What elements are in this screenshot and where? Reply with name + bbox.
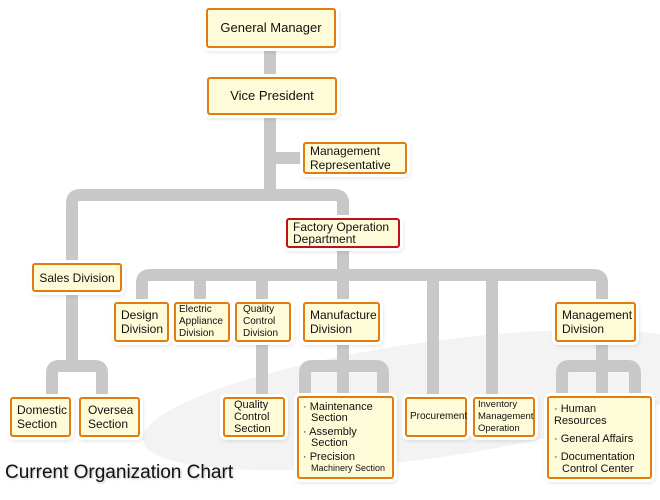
label: Division: [310, 322, 353, 336]
label: Control Center: [562, 463, 634, 475]
label: Division: [179, 328, 215, 339]
label: Section: [311, 411, 348, 424]
label: Department: [293, 232, 356, 246]
item-documentation: · Documentation: [554, 451, 635, 463]
label: Machinery Section: [311, 462, 386, 473]
label: Management: [478, 411, 534, 422]
label: Representative: [310, 158, 391, 172]
line-factory: [136, 248, 608, 400]
node-procurement[interactable]: Procurement: [405, 397, 467, 437]
label: Quality: [243, 304, 275, 315]
item-assembly: · Assembly: [303, 425, 357, 438]
line-manufacture: [299, 342, 389, 398]
label: Design: [121, 308, 159, 322]
label: Management: [562, 308, 633, 322]
label: Section: [234, 423, 271, 435]
line-split: [66, 189, 349, 266]
label: Quality: [234, 399, 269, 411]
label: Operation: [478, 423, 520, 434]
line-sales: [46, 292, 108, 400]
node-management-sections[interactable]: · Human Resources · General Affairs · Do…: [547, 396, 652, 479]
label: Oversea: [88, 403, 134, 417]
label: Inventory: [478, 399, 518, 410]
item-human-resources: · Human Resources: [554, 403, 607, 427]
label: Control: [234, 411, 270, 423]
label: Section: [311, 436, 348, 449]
label: General Manager: [220, 20, 322, 35]
label: Division: [243, 328, 279, 339]
line-top: [264, 48, 305, 198]
item-maintenance: · Maintenance: [303, 400, 373, 413]
label: Section: [88, 417, 129, 431]
node-vice-president[interactable]: Vice President: [207, 77, 337, 115]
item-general-affairs: · General Affairs: [554, 433, 634, 445]
line-management: [556, 342, 641, 398]
label: Procurement: [410, 411, 468, 422]
label: Manufacture: [310, 308, 377, 322]
label: Division: [562, 322, 605, 336]
label: Vice President: [230, 88, 314, 103]
label: Sales Division: [39, 270, 115, 285]
label: Appliance: [179, 316, 223, 327]
label: Factory Operation: [293, 220, 390, 234]
label: Management: [310, 144, 381, 158]
label: Section: [17, 417, 58, 431]
label: Electric: [179, 304, 212, 315]
node-sales-division[interactable]: Sales Division: [32, 263, 122, 292]
node-general-manager[interactable]: General Manager: [206, 8, 336, 48]
label: Domestic: [17, 403, 68, 417]
label: Division: [121, 322, 164, 336]
chart-title: Current Organization Chart: [5, 462, 234, 483]
label: Control: [243, 316, 276, 327]
item-precision: · Precision: [303, 450, 355, 463]
node-manufacture-sections[interactable]: · Maintenance Section · Assembly Section…: [297, 396, 394, 479]
